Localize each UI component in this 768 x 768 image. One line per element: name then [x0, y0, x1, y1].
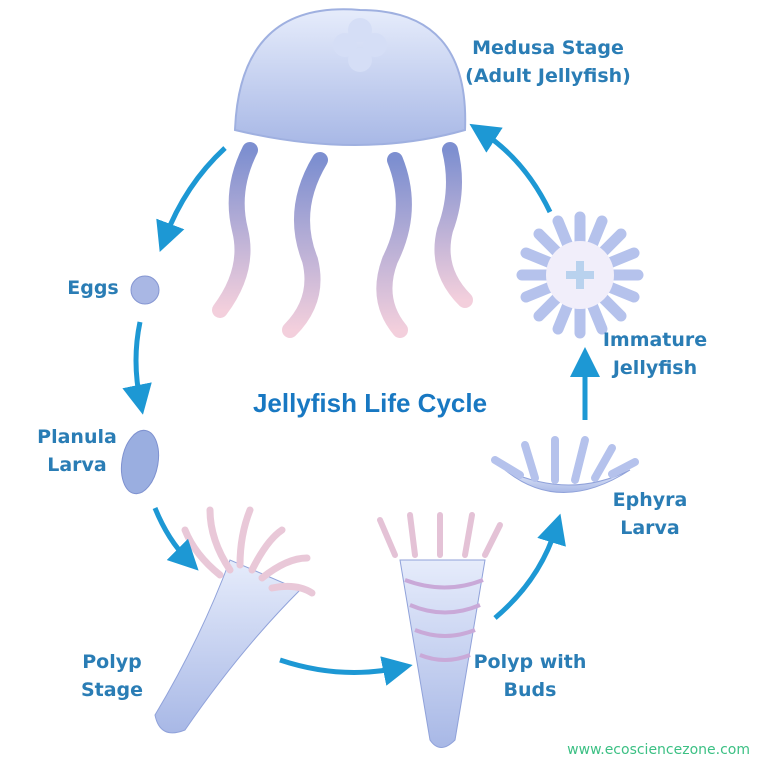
label-line: Polyp — [82, 651, 142, 673]
medusa-illustration — [212, 8, 473, 338]
label-line: Immature — [602, 329, 708, 351]
arrow-medusa-to-eggs — [156, 146, 227, 253]
watermark: www.ecosciencezone.com — [567, 742, 750, 758]
label-line: Stage — [80, 679, 144, 701]
arrow-immature-to-medusa — [469, 123, 553, 214]
arrow-planula-to-polyp — [152, 507, 199, 571]
label-line: Buds — [503, 679, 557, 701]
arrow-buds-to-ephyra — [493, 513, 566, 620]
planula-illustration — [120, 429, 160, 495]
label-line: Polyp with — [473, 651, 587, 673]
label-eggs: Eggs — [67, 274, 119, 302]
immature-jellyfish-illustration — [516, 211, 644, 339]
polyp-with-buds-illustration — [377, 512, 503, 748]
arrow-eggs-to-planula — [122, 321, 152, 415]
label-line: Ephyra — [612, 489, 688, 511]
label-line: Planula — [37, 426, 117, 448]
label-line: Larva — [620, 517, 680, 539]
label-line: (Adult Jellyfish) — [465, 65, 631, 87]
label-line: Eggs — [67, 277, 119, 299]
arrow-polyp-to-buds — [279, 656, 413, 686]
label-line: Medusa Stage — [472, 37, 624, 59]
diagram-title: Jellyfish Life Cycle — [252, 388, 488, 418]
label-line: Jellyfish — [612, 357, 698, 379]
label-line: Larva — [47, 454, 107, 476]
polyp-illustration — [154, 506, 316, 734]
label-medusa-stage: Medusa Stage (Adult Jellyfish) — [465, 34, 631, 90]
egg-illustration — [130, 275, 160, 305]
ephyra-illustration — [491, 436, 639, 493]
